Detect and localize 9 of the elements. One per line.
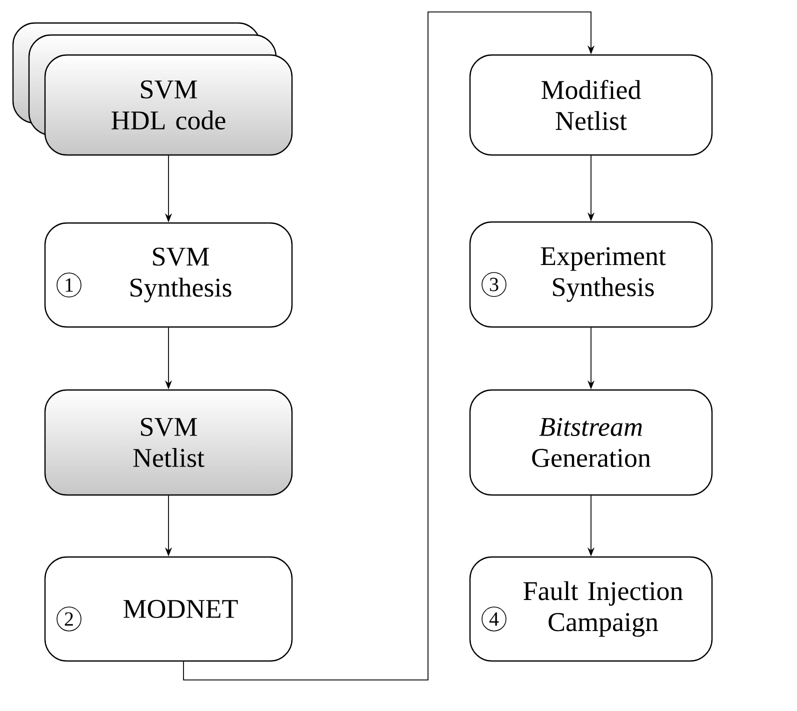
process-box: SVM Netlist — [44, 389, 293, 496]
process-box: 3 Experiment Synthesis — [469, 221, 713, 328]
process-box: 4 Fault Injection Campaign — [469, 556, 713, 662]
process-box: 1 SVM Synthesis — [44, 222, 293, 328]
process-box: Modified Netlist — [469, 54, 713, 156]
process-box: 2 MODNET — [44, 556, 293, 662]
process-box: Bitstream Generation — [469, 389, 713, 496]
arrow — [183, 12, 595, 680]
process-box: SVM HDL code — [12, 22, 293, 156]
